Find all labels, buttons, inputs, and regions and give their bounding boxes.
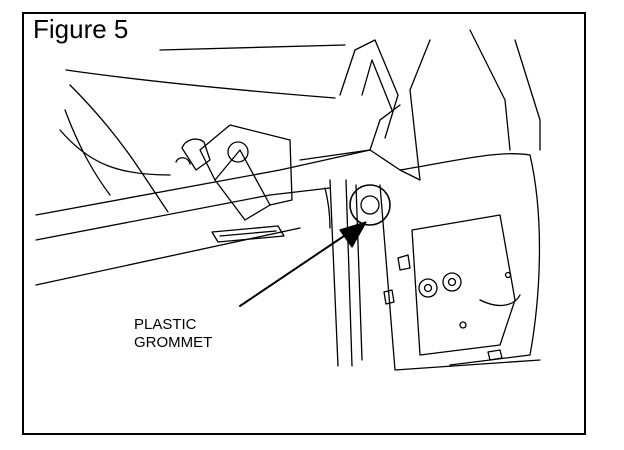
pillar-upper-right <box>409 39 431 181</box>
panel-lower-curve <box>59 129 171 176</box>
sill-beam-mid <box>35 187 331 241</box>
bolt-2-center <box>447 277 457 287</box>
right-bracket <box>479 294 521 307</box>
bolt-1-center <box>423 283 433 293</box>
figure-frame <box>22 12 586 435</box>
hinge-rivet <box>175 157 191 165</box>
grommet-line-drawing <box>35 29 541 371</box>
right-panel-curve <box>399 153 531 171</box>
hinge-tab <box>181 138 211 171</box>
pillar-base <box>379 184 541 371</box>
hinge-bracket <box>199 124 293 221</box>
callout-label-line-2: GROMMET <box>134 334 213 351</box>
pillar-body-left <box>355 184 363 361</box>
pillar-far-right-2 <box>514 39 541 151</box>
upper-panel-edge <box>159 44 346 51</box>
pillar-left-edge <box>329 179 339 367</box>
sill-beam-top <box>35 149 371 216</box>
hinge-bracket-fold <box>214 149 271 206</box>
grommet-outer-ring <box>349 184 391 226</box>
pillar-top <box>299 149 421 181</box>
bolt-1 <box>418 278 438 298</box>
panel-inner-curve <box>69 84 169 213</box>
sill-beam-bottom <box>35 227 301 286</box>
upper-panel-curve <box>65 69 336 99</box>
panel-left-edge <box>64 109 111 196</box>
figure-title: Figure 5 <box>33 14 129 44</box>
grommet-notch <box>324 187 331 229</box>
callout-label: PLASTIC GROMMET <box>134 316 212 352</box>
bolt-2 <box>442 272 462 292</box>
small-hole-2 <box>504 271 512 279</box>
grommet-inner-ring <box>360 195 380 215</box>
pillar-left-edge-2 <box>345 179 353 367</box>
clip-2 <box>383 289 395 305</box>
pillar-upper-arm-inner <box>361 59 393 111</box>
clip-3 <box>487 349 503 361</box>
clip-1 <box>397 254 411 271</box>
sill-slot <box>211 225 285 243</box>
callout-arrow-head <box>339 221 367 248</box>
pillar-front <box>369 104 401 151</box>
callout-leader-line <box>239 235 345 307</box>
pillar-far-right <box>469 29 511 151</box>
sill-slot-inner <box>219 230 277 237</box>
right-panel-inner <box>411 214 516 356</box>
small-hole-1 <box>459 321 467 329</box>
right-panel-outer <box>449 154 541 366</box>
hinge-hole <box>227 141 249 163</box>
pillar-upper-arm <box>339 39 399 139</box>
callout-label-line-1: PLASTIC <box>134 316 197 333</box>
